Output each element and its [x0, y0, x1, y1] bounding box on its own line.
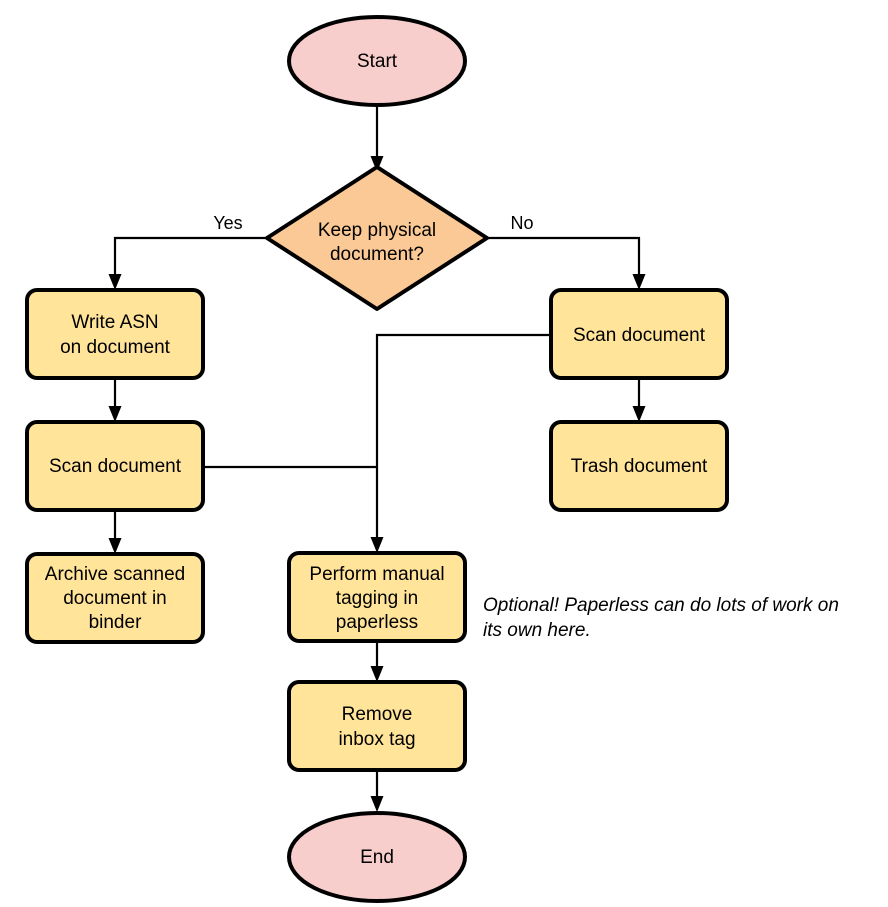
node-inbox-label-line2: inbox tag: [338, 729, 415, 750]
edge-scan-left-to-archive: [108, 510, 122, 554]
node-tagging-label-line1: Perform manual: [309, 564, 444, 585]
node-write-asn-label-line2: on document: [60, 337, 171, 358]
optional-note-line1: Optional! Paperless can do lots of work …: [483, 595, 839, 616]
node-end-label: End: [360, 847, 394, 868]
node-scan-right-label: Scan document: [573, 325, 706, 346]
node-decision-label-line1: Keep physical: [318, 220, 436, 241]
node-write-asn-on-document[interactable]: Write ASN on document: [25, 288, 205, 380]
node-archive-label-line2: document in: [63, 588, 167, 609]
start-ellipse[interactable]: [287, 15, 467, 107]
edge-label-yes: Yes: [213, 213, 242, 233]
edge-line: [375, 333, 551, 543]
edge-remove-inbox-to-end: [370, 770, 384, 812]
annotation-optional-note: Optional! Paperless can do lots of work …: [483, 595, 839, 641]
process-box[interactable]: [287, 680, 467, 772]
optional-note-line2: its own here.: [483, 620, 591, 641]
node-start-label: Start: [357, 51, 398, 72]
node-write-asn-label-line1: Write ASN: [71, 312, 158, 333]
edge-start-to-decision: [370, 105, 384, 172]
process-box[interactable]: [287, 551, 467, 643]
arrowhead-icon: [370, 666, 384, 682]
node-scan-left-label: Scan document: [49, 456, 182, 477]
edge-write-asn-to-scan-left: [108, 378, 122, 422]
process-box[interactable]: [25, 552, 205, 644]
node-tagging-label-line3: paperless: [336, 612, 418, 633]
edge-decision-to-scan-right: [487, 236, 646, 290]
node-archive-scanned-document[interactable]: Archive scanned document in binder: [25, 552, 205, 644]
node-remove-inbox-tag[interactable]: Remove inbox tag: [287, 680, 467, 772]
arrowhead-icon: [632, 406, 646, 422]
edge-label-no: No: [510, 213, 533, 233]
arrowhead-icon: [370, 537, 384, 553]
process-box[interactable]: [25, 420, 205, 512]
node-archive-label-line3: binder: [89, 612, 142, 633]
node-decision-label-line2: document?: [330, 244, 424, 265]
node-archive-label-line1: Archive scanned: [45, 564, 185, 585]
arrowhead-icon: [632, 274, 646, 290]
node-scan-document-left[interactable]: Scan document: [25, 420, 205, 512]
node-scan-document-right[interactable]: Scan document: [549, 288, 729, 380]
arrowhead-icon: [108, 274, 122, 290]
edge-scan-right-to-trash: [632, 378, 646, 422]
node-end[interactable]: End: [287, 811, 467, 903]
node-perform-manual-tagging[interactable]: Perform manual tagging in paperless: [287, 551, 467, 643]
arrowhead-icon: [108, 538, 122, 554]
decision-diamond[interactable]: [265, 165, 489, 311]
edge-line: [113, 236, 267, 280]
node-trash-document[interactable]: Trash document: [549, 420, 729, 512]
edge-tagging-to-remove-inbox: [370, 641, 384, 682]
node-decision-keep-physical-document[interactable]: Keep physical document?: [265, 165, 489, 311]
node-tagging-label-line2: tagging in: [336, 588, 418, 609]
arrowhead-icon: [370, 796, 384, 812]
edge-scan-right-to-tagging: [370, 333, 551, 553]
node-inbox-label-line1: Remove: [342, 704, 413, 725]
process-box[interactable]: [25, 288, 205, 380]
end-ellipse[interactable]: [287, 811, 467, 903]
process-box[interactable]: [549, 288, 729, 380]
node-start[interactable]: Start: [287, 15, 467, 107]
node-trash-label: Trash document: [571, 456, 708, 477]
edge-line: [487, 236, 641, 280]
edge-decision-to-write-asn: [108, 236, 267, 290]
arrowhead-icon: [370, 156, 384, 172]
process-box[interactable]: [549, 420, 729, 512]
arrowhead-icon: [108, 406, 122, 422]
